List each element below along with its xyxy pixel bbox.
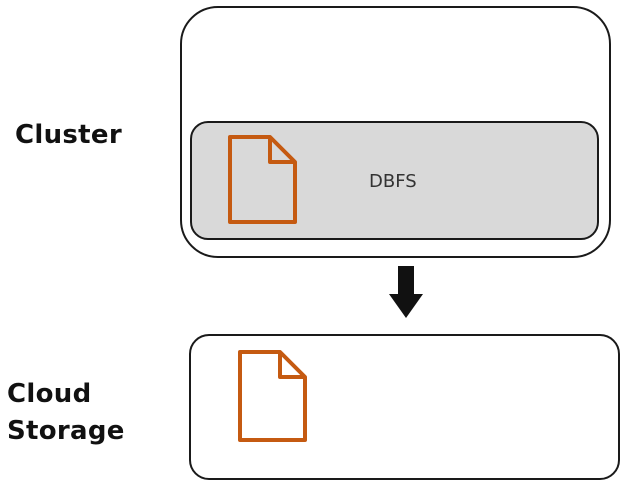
cloud-storage-label-line1: Cloud xyxy=(7,379,92,409)
cluster-label-text: Cluster xyxy=(15,120,122,150)
cluster-label: Cluster xyxy=(15,117,122,154)
arrow-down-icon xyxy=(389,266,423,318)
file-icon xyxy=(238,350,307,442)
file-icon xyxy=(228,135,297,224)
cloud-storage-label: Cloud Storage xyxy=(7,376,125,450)
cloud-storage-label-line2: Storage xyxy=(7,416,125,446)
dbfs-label: DBFS xyxy=(369,171,417,192)
cloud-storage-container xyxy=(189,334,620,480)
